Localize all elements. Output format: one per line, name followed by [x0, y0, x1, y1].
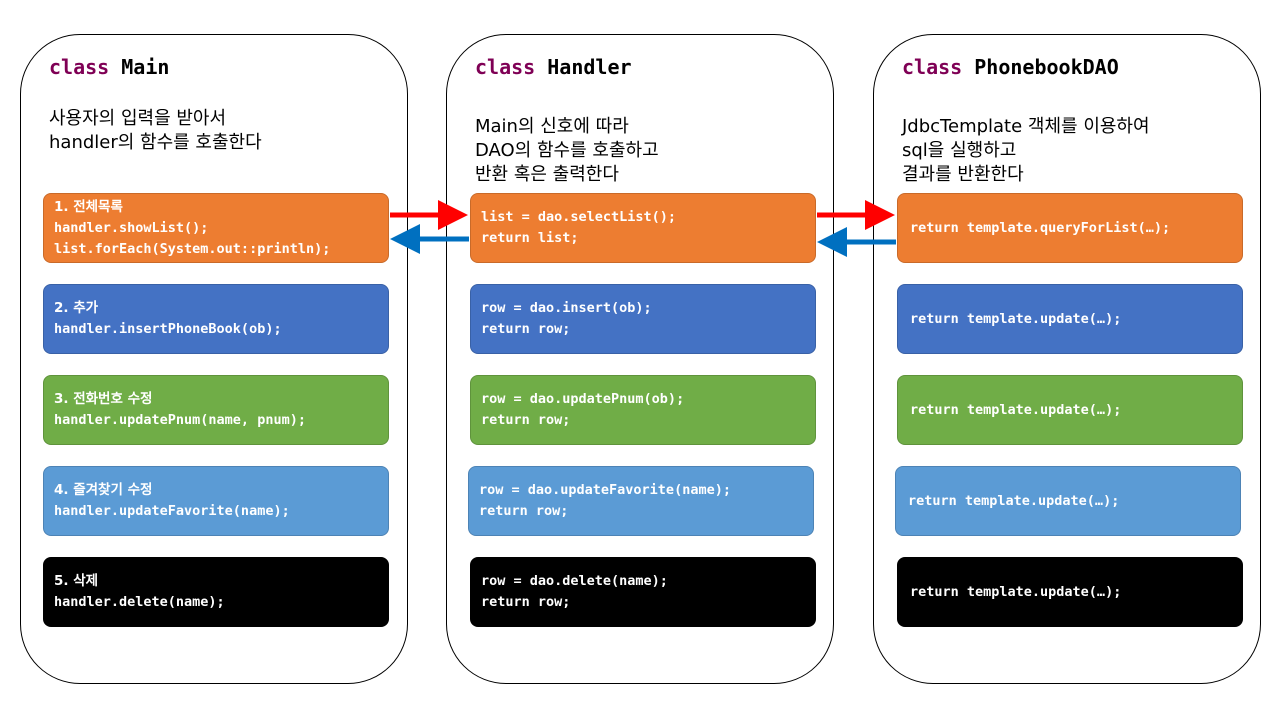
description-line: handler의 함수를 호출한다: [49, 132, 262, 153]
handler-class-description: Main의 신호에 따라 DAO의 함수를 호출하고 반환 혹은 출력한다: [475, 115, 659, 187]
box-line: 3. 전화번호 수정: [54, 391, 153, 407]
box-line: return row;: [481, 594, 571, 610]
dao-box-update-delete: return template.update(…);: [897, 557, 1243, 627]
box-line: row = dao.updateFavorite(name);: [479, 482, 731, 498]
main-box-list-all: 1. 전체목록 handler.showList(); list.forEach…: [43, 193, 389, 263]
dao-box-update-insert: return template.update(…);: [897, 284, 1243, 354]
handler-box-delete: row = dao.delete(name); return row;: [470, 557, 816, 627]
box-line: list.forEach(System.out::println);: [54, 240, 331, 257]
box-line: return row;: [481, 321, 571, 337]
class-name: Handler: [547, 55, 632, 79]
main-box-update-pnum: 3. 전화번호 수정 handler.updatePnum(name, pnum…: [43, 375, 389, 445]
box-line: 1. 전체목록: [54, 198, 123, 215]
main-box-update-favorite: 4. 즐겨찾기 수정 handler.updateFavorite(name);: [43, 466, 389, 536]
box-line: return template.update(…);: [910, 310, 1122, 327]
box-line: row = dao.insert(ob);: [481, 300, 652, 316]
box-line: return list;: [481, 230, 579, 246]
dao-box-update-favorite: return template.update(…);: [895, 466, 1241, 536]
class-keyword: class: [902, 55, 963, 79]
description-line: 반환 혹은 출력한다: [475, 164, 619, 185]
box-line: return template.queryForList(…);: [910, 219, 1171, 236]
box-line: handler.updatePnum(name, pnum);: [54, 412, 306, 428]
box-line: list = dao.selectList();: [481, 209, 677, 225]
handler-class-title: class Handler: [475, 55, 632, 79]
box-line: return template.update(…);: [910, 583, 1122, 600]
handler-box-update-favorite: row = dao.updateFavorite(name); return r…: [468, 466, 814, 536]
box-line: return template.update(…);: [908, 492, 1120, 509]
main-box-insert: 2. 추가 handler.insertPhoneBook(ob);: [43, 284, 389, 354]
box-line: return row;: [479, 503, 569, 519]
box-line: return row;: [481, 412, 571, 428]
dao-class-title: class PhonebookDAO: [902, 55, 1119, 79]
description-line: sql을 실행하고: [902, 140, 1017, 161]
main-class-title: class Main: [49, 55, 169, 79]
description-line: JdbcTemplate 객체를 이용하여: [902, 116, 1150, 137]
dao-class-description: JdbcTemplate 객체를 이용하여 sql을 실행하고 결과를 반환한다: [902, 115, 1150, 187]
handler-box-update-pnum: row = dao.updatePnum(ob); return row;: [470, 375, 816, 445]
box-line: 5. 삭제: [54, 573, 99, 589]
description-line: 사용자의 입력을 받아서: [49, 108, 227, 129]
class-keyword: class: [475, 55, 536, 79]
box-line: handler.showList();: [54, 219, 209, 236]
class-keyword: class: [49, 55, 110, 79]
handler-box-select-list: list = dao.selectList(); return list;: [470, 193, 816, 263]
box-line: handler.insertPhoneBook(ob);: [54, 321, 282, 337]
box-line: 4. 즐겨찾기 수정: [54, 482, 153, 498]
description-line: DAO의 함수를 호출하고: [475, 140, 659, 161]
class-name: PhonebookDAO: [974, 55, 1119, 79]
box-line: row = dao.updatePnum(ob);: [481, 391, 685, 407]
main-class-description: 사용자의 입력을 받아서 handler의 함수를 호출한다: [49, 107, 262, 155]
box-line: handler.updateFavorite(name);: [54, 503, 290, 519]
box-line: handler.delete(name);: [54, 594, 225, 610]
dao-box-query-for-list: return template.queryForList(…);: [897, 193, 1243, 263]
handler-box-insert: row = dao.insert(ob); return row;: [470, 284, 816, 354]
box-line: row = dao.delete(name);: [481, 573, 668, 589]
description-line: 결과를 반환한다: [902, 164, 1024, 185]
class-name: Main: [121, 55, 170, 79]
main-box-delete: 5. 삭제 handler.delete(name);: [43, 557, 389, 627]
box-line: 2. 추가: [54, 300, 99, 316]
description-line: Main의 신호에 따라: [475, 116, 629, 137]
box-line: return template.update(…);: [910, 401, 1122, 418]
dao-box-update-pnum: return template.update(…);: [897, 375, 1243, 445]
